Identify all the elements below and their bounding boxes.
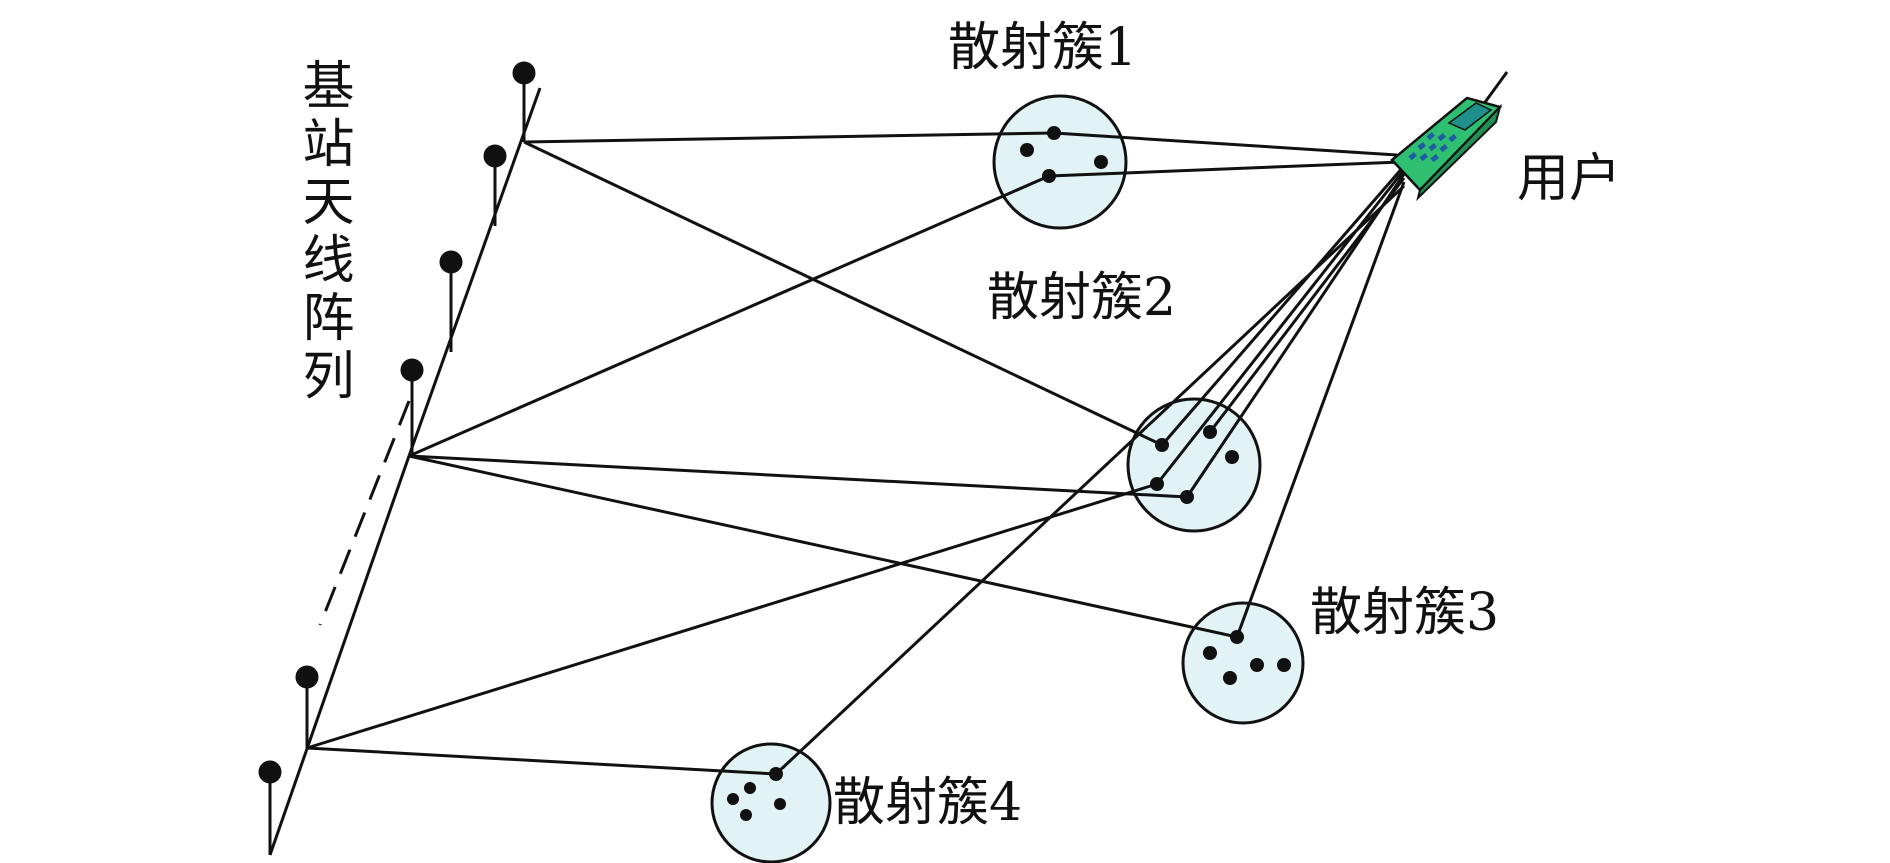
scatterers [727, 126, 1291, 821]
scatterer-dot [1180, 490, 1194, 504]
antenna-icon [439, 250, 463, 352]
mobile-phone-icon [1390, 71, 1509, 202]
path-line [1160, 165, 1406, 446]
cluster-2 [1126, 397, 1262, 533]
scatterer-dot [1277, 658, 1291, 672]
scatterer-dot [744, 782, 756, 794]
array-axis-lower [268, 455, 411, 856]
path-line [1235, 181, 1406, 638]
scatterer-dot [740, 809, 752, 821]
cluster-1 [992, 94, 1128, 230]
scatterer-dot [1150, 477, 1164, 491]
path-line [408, 454, 1238, 639]
scatterer-dot [1223, 671, 1237, 685]
path-line [774, 184, 1406, 776]
scatterer-dot [1020, 143, 1034, 157]
path-line [1155, 169, 1406, 485]
scatterer-dot [1155, 438, 1169, 452]
scatterer-dot [1094, 155, 1108, 169]
path-line [1053, 131, 1398, 157]
scatterer-dot [774, 798, 786, 810]
scatterer-dot [1230, 630, 1244, 644]
path-line [1208, 177, 1406, 433]
base-station-array-label: 基站天线阵列 [293, 58, 353, 406]
path-line [306, 482, 1158, 750]
antenna-icon [295, 665, 319, 748]
cluster-2-label: 散射簇2 [987, 268, 1177, 328]
scatterer-dot [1203, 425, 1217, 439]
cluster-1-label: 散射簇1 [948, 18, 1138, 78]
array-axis-upper [407, 87, 542, 457]
path-line [306, 746, 777, 776]
scatterer-dot [1250, 658, 1264, 672]
user-label: 用户 [1517, 149, 1622, 209]
scatterer-dot [727, 793, 739, 805]
cluster-4-label: 散射簇4 [833, 773, 1023, 833]
scatterer-dot [1203, 646, 1217, 660]
path-line [408, 174, 1050, 458]
scatterer-dot [1225, 450, 1239, 464]
scatterer-dot [1047, 126, 1061, 140]
antenna-icon [400, 358, 424, 456]
antenna-icon [258, 760, 282, 855]
scatterer-dot [1042, 169, 1056, 183]
antenna-icon [512, 61, 536, 142]
path-line [523, 140, 1163, 447]
propagation-paths [306, 131, 1406, 776]
path-line [1185, 173, 1406, 498]
path-line [523, 131, 1055, 144]
antenna-icon [483, 144, 507, 226]
antenna-elements [258, 61, 536, 855]
array-axis-gap [318, 400, 411, 626]
scatter-clusters [710, 94, 1305, 863]
cluster-3-label: 散射簇3 [1310, 583, 1500, 643]
antenna-array [268, 87, 542, 856]
path-line [1048, 160, 1401, 178]
path-line [408, 454, 1188, 499]
scatterer-dot [769, 767, 783, 781]
